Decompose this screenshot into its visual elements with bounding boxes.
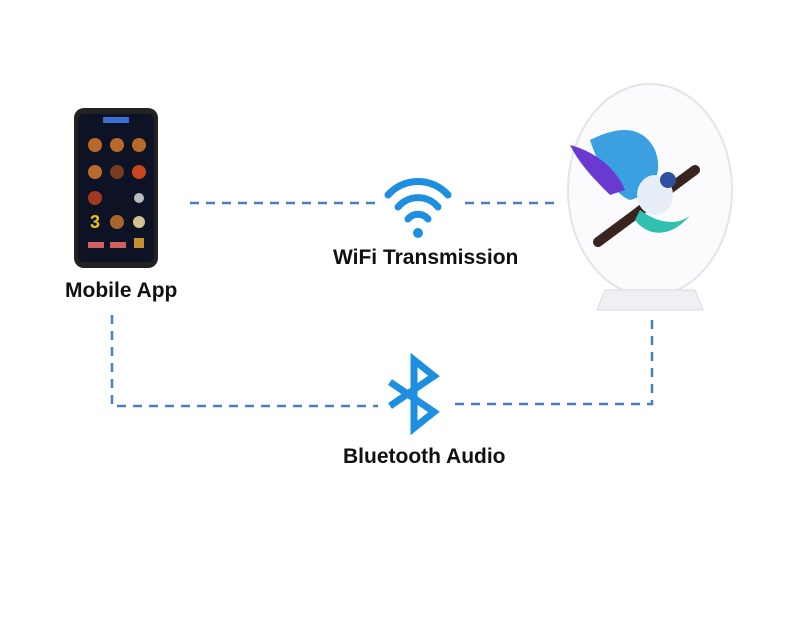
bluetooth-icon (388, 352, 440, 436)
wifi-transmission-label: WiFi Transmission (333, 246, 519, 269)
phone-icon: 3 (74, 108, 158, 268)
bluetooth-link-left (110, 315, 378, 408)
mobile-app-label: Mobile App (65, 279, 178, 302)
bluetooth-link-right (455, 318, 654, 406)
hologram-fan-device (567, 83, 733, 311)
svg-text:3: 3 (90, 212, 100, 232)
wifi-icon (384, 178, 452, 238)
bluetooth-audio-label: Bluetooth Audio (343, 445, 506, 468)
